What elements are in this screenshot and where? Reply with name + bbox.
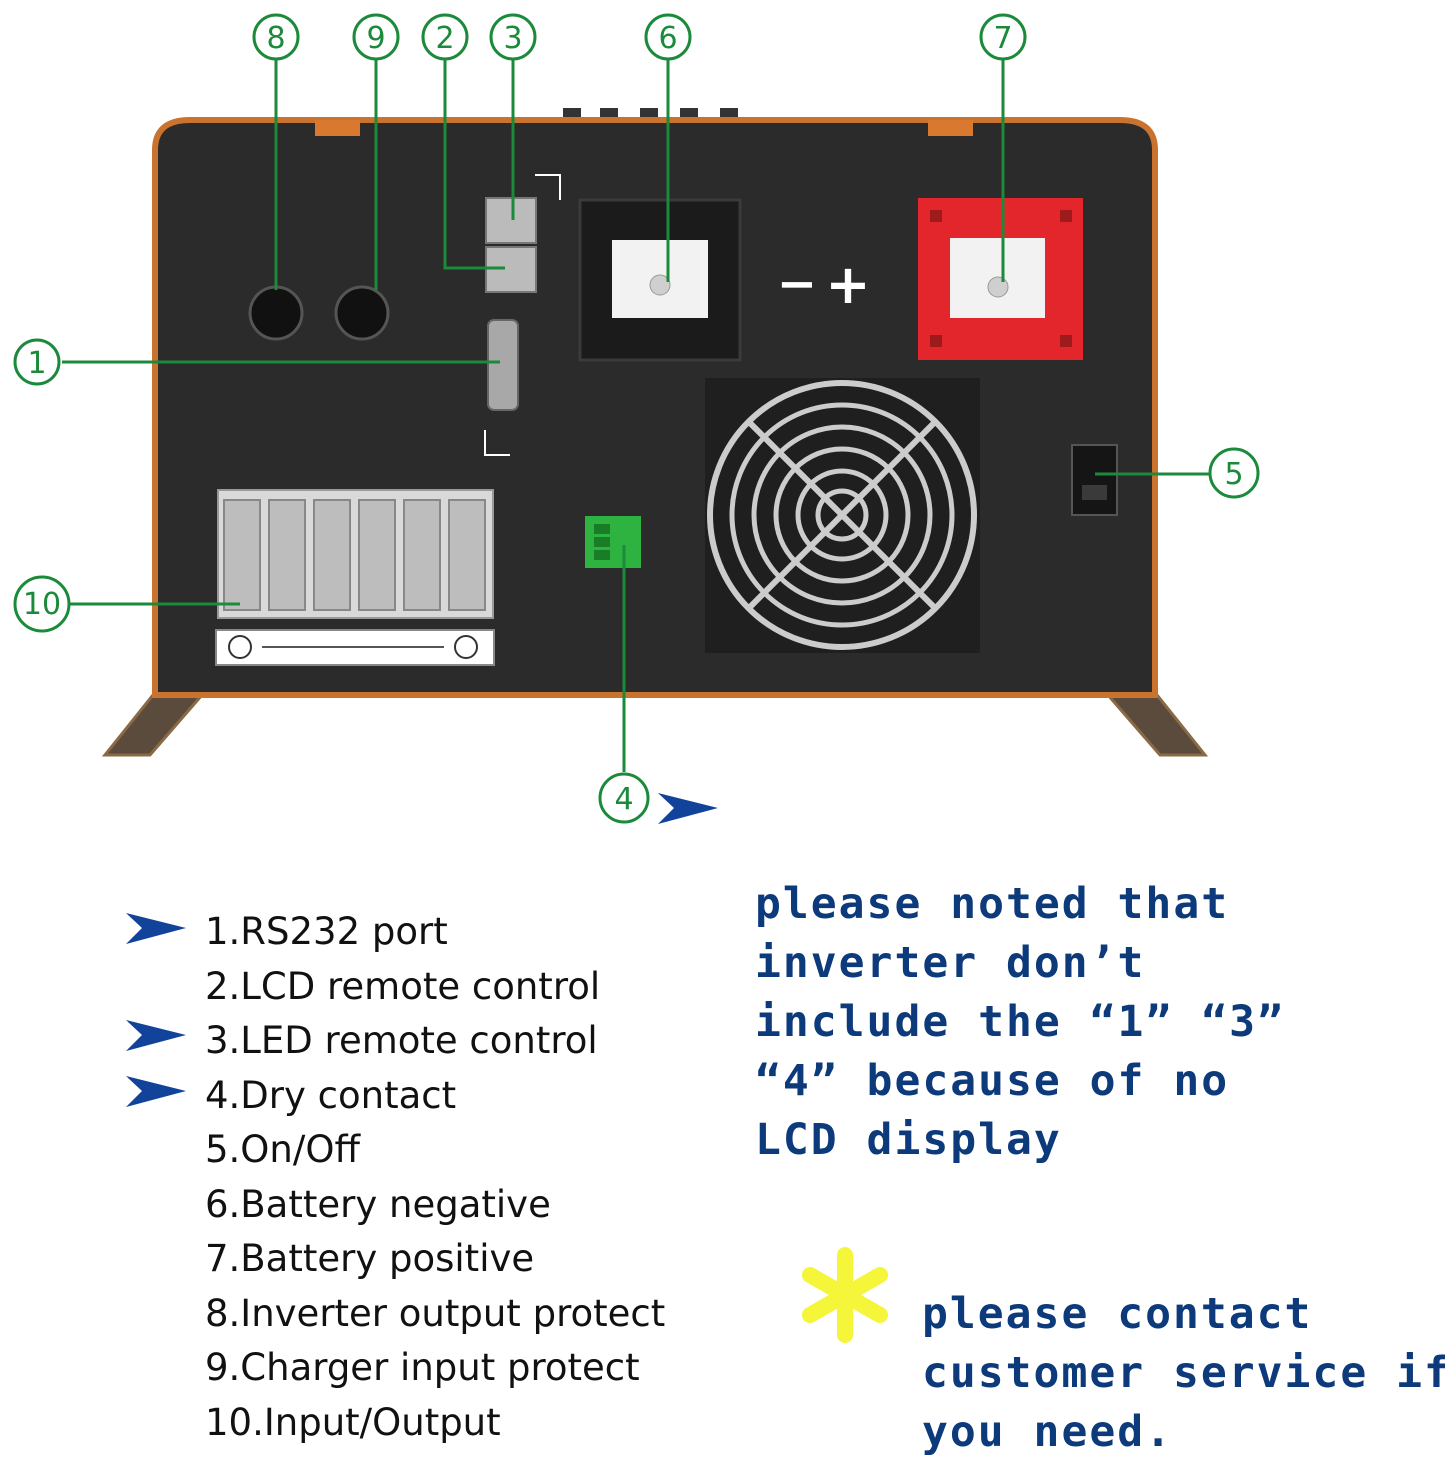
input-output-terminal-block [215,489,495,666]
svg-text:9: 9 [366,21,385,56]
svg-text:4: 4 [614,782,633,817]
legend-item: 6.Battery negative [205,1182,551,1226]
svg-text:2: 2 [435,21,454,56]
callout-9: 9 [352,13,400,61]
note-line: inverter don’t [755,938,1146,988]
svg-text:7: 7 [993,21,1012,56]
exclusion-note: please noted that inverter don’t include… [755,875,1285,1170]
svg-text:10: 10 [23,587,61,622]
component-legend: 1.RS232 port 2.LCD remote control 3.LED … [205,905,665,1450]
arrow-marker-icon [126,1020,186,1051]
callout-10: 10 [13,575,71,633]
svg-text:5: 5 [1224,457,1243,492]
arrow-marker-icon [126,913,186,944]
svg-text:8: 8 [266,21,285,56]
note-line: please contact [922,1289,1313,1339]
contact-note: please contact customer service if you n… [922,1285,1445,1462]
on-off-switch [1071,444,1118,516]
callout-5: 5 [1208,447,1260,499]
rs232-port [487,319,519,411]
callout-1: 1 [13,338,61,386]
legend-item: 1.RS232 port [205,910,448,953]
note-line: please noted that [755,879,1230,929]
led-remote-port [485,197,537,244]
callout-6: 6 [644,13,692,61]
legend-item: 3.LED remote control [205,1019,598,1062]
legend-item: 5.On/Off [205,1128,360,1171]
callout-leader-lines [62,58,1210,772]
callout-8: 8 [252,13,300,61]
arrow-marker-icon [126,1076,186,1107]
svg-text:6: 6 [658,21,677,56]
svg-text:1: 1 [27,346,46,381]
svg-text:3: 3 [503,21,522,56]
legend-item: 9.Charger input protect [205,1346,640,1389]
cooling-fan [705,378,980,653]
note-line: you need. [922,1407,1173,1457]
note-line: include the “1” “3” [755,997,1285,1047]
note-line: “4” because of no [755,1056,1230,1106]
arrow-marker-icon [658,793,718,824]
callout-7: 7 [979,13,1027,61]
legend-item: 10.Input/Output [205,1400,501,1444]
legend-item: 8.Inverter output protect [205,1291,666,1335]
callout-2: 2 [421,13,469,61]
legend-item: 4.Dry contact [205,1073,457,1117]
note-line: customer service if [922,1348,1445,1398]
inverter-output-breaker [248,285,304,341]
positive-polarity-label: + [825,253,870,316]
legend-item: 7.Battery positive [205,1237,535,1280]
negative-polarity-label: − [777,256,817,312]
callout-3: 3 [489,13,537,61]
callout-4: 4 [598,772,650,824]
legend-item: 2.LCD remote control [205,964,601,1008]
dry-contact-terminal [585,516,641,568]
asterisk-icon [802,1247,888,1343]
charger-input-breaker [334,285,390,341]
note-line: LCD display [755,1115,1062,1165]
